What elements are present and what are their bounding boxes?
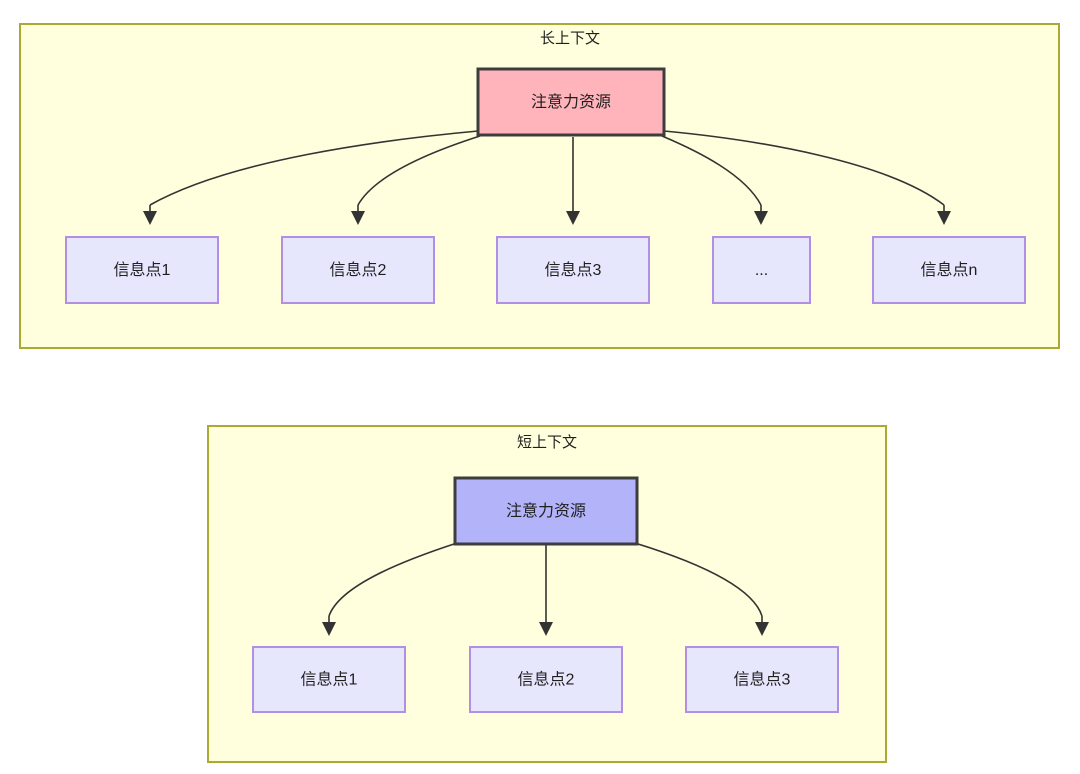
edge-long-context-0 [143, 130, 479, 225]
arrow-head-short-context-0 [322, 622, 336, 636]
leaf-node-label-long-context-3: ... [755, 262, 768, 279]
edge-path-long-context-3 [661, 135, 762, 206]
arrow-head-short-context-1 [539, 622, 553, 636]
edge-long-context-4 [663, 130, 951, 225]
edge-path-long-context-4 [663, 130, 945, 206]
edge-short-context-0 [322, 542, 458, 636]
leaf-node-label-long-context-0: 信息点1 [114, 261, 171, 279]
edge-path-short-context-0 [328, 542, 458, 617]
edge-path-short-context-2 [634, 542, 763, 617]
root-node-label-long-context: 注意力资源 [531, 92, 611, 111]
edge-long-context-2 [566, 136, 580, 225]
arrow-head-long-context-3 [754, 211, 768, 225]
arrow-head-long-context-1 [351, 211, 365, 225]
arrow-head-long-context-2 [566, 211, 580, 225]
arrow-head-long-context-4 [937, 211, 951, 225]
leaf-node-short-context-1[interactable] [469, 646, 623, 713]
root-node-long-context[interactable] [476, 67, 666, 137]
leaf-node-long-context-4[interactable] [872, 236, 1026, 304]
leaf-node-long-context-2[interactable] [496, 236, 650, 304]
container-title-long-context: 长上下文 [540, 30, 600, 47]
leaf-node-short-context-0[interactable] [252, 646, 406, 713]
edge-path-long-context-0 [149, 130, 479, 206]
leaf-node-label-short-context-2: 信息点3 [734, 671, 791, 689]
leaf-node-label-long-context-4: 信息点n [921, 261, 978, 279]
arrow-head-short-context-2 [755, 622, 769, 636]
edge-path-long-context-1 [357, 135, 481, 206]
leaf-node-long-context-1[interactable] [281, 236, 435, 304]
leaf-node-label-short-context-1: 信息点2 [518, 671, 575, 689]
leaf-node-label-long-context-2: 信息点3 [545, 261, 602, 279]
edge-long-context-1 [351, 135, 481, 225]
leaf-node-short-context-2[interactable] [685, 646, 839, 713]
leaf-node-long-context-3[interactable] [712, 236, 811, 304]
edge-short-context-2 [634, 542, 769, 636]
root-node-short-context[interactable] [453, 476, 639, 546]
arrow-head-long-context-0 [143, 211, 157, 225]
container-title-short-context: 短上下文 [517, 434, 577, 451]
leaf-node-long-context-0[interactable] [65, 236, 219, 304]
edge-short-context-1 [539, 545, 553, 636]
leaf-node-label-short-context-0: 信息点1 [301, 671, 358, 689]
edge-long-context-3 [661, 135, 768, 225]
leaf-node-label-long-context-1: 信息点2 [330, 261, 387, 279]
root-node-label-short-context: 注意力资源 [506, 501, 586, 520]
